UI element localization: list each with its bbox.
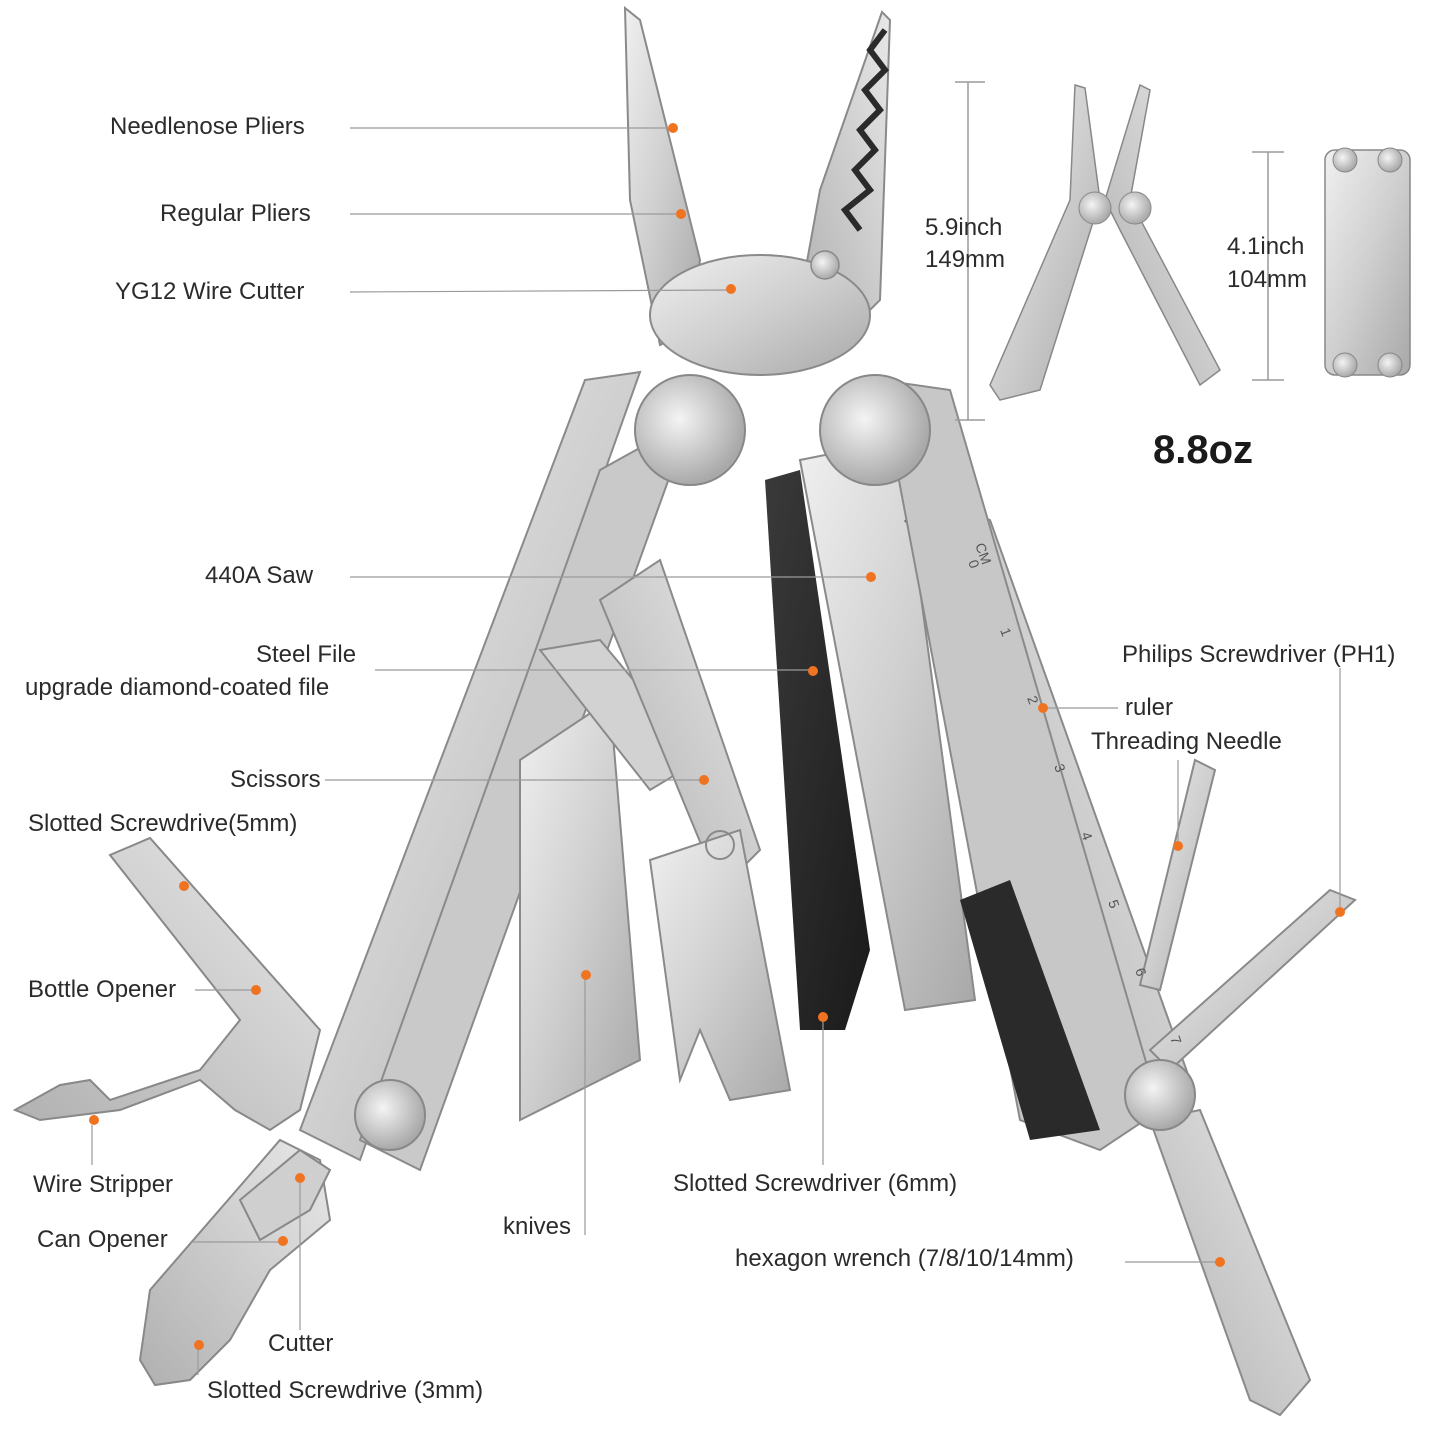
weight-label: 8.8oz <box>1153 428 1254 472</box>
label-philips: Philips Screwdriver (PH1) <box>1122 641 1396 668</box>
open-tool-thumbnail <box>989 83 1221 401</box>
label-file-upgrade: upgrade diamond-coated file <box>25 674 330 701</box>
right-handle <box>878 378 1192 1152</box>
open-length-inch: 5.9inch <box>925 214 1003 241</box>
callout-dot <box>1038 703 1048 713</box>
label-steel-file: Steel File <box>256 641 357 668</box>
label-slotted-5mm: Slotted Screwdrive(5mm) <box>28 810 298 837</box>
diamond-file <box>765 470 870 1030</box>
callout-dot <box>1215 1257 1225 1267</box>
callout-dot <box>278 1236 288 1246</box>
label-hex-wrench: hexagon wrench (7/8/10/14mm) <box>735 1245 1074 1272</box>
ruler-mark: CM <box>972 541 994 567</box>
callout-dots <box>89 123 1345 1350</box>
left-bit-blade <box>12 836 332 1387</box>
label-can-opener: Can Opener <box>37 1226 168 1253</box>
leader-lines <box>91 127 1341 1375</box>
open-length-mm: 149mm <box>925 246 1006 273</box>
callout-dot <box>194 1340 204 1350</box>
callout-dot <box>808 666 818 676</box>
callout-dot <box>581 970 591 980</box>
label-slotted-3mm: Slotted Screwdrive (3mm) <box>207 1377 484 1404</box>
callout-dot <box>1173 841 1183 851</box>
label-threading-needle: Threading Needle <box>1091 728 1282 755</box>
dimension-brackets <box>955 81 1284 421</box>
label-regular-pliers: Regular Pliers <box>160 200 311 227</box>
callout-dot <box>699 775 709 785</box>
callout-dot <box>668 123 678 133</box>
pliers-jaws <box>623 5 892 376</box>
label-ruler: ruler <box>1125 694 1174 721</box>
label-wire-cutter: YG12 Wire Cutter <box>115 278 305 305</box>
closed-length-inch: 4.1inch <box>1227 233 1305 260</box>
callout-dot <box>676 209 686 219</box>
label-knives: knives <box>503 1213 572 1240</box>
label-saw: 440A Saw <box>205 562 314 589</box>
callout-dot <box>818 1012 828 1022</box>
label-slotted-6mm: Slotted Screwdriver (6mm) <box>673 1170 958 1197</box>
label-needlenose-pliers: Needlenose Pliers <box>110 113 305 140</box>
closed-tool-thumbnail <box>1324 147 1411 378</box>
callout-dot <box>89 1115 99 1125</box>
callout-dot <box>866 572 876 582</box>
pivot-bolts <box>354 250 1196 1151</box>
callout-dot <box>726 284 736 294</box>
callout-dot <box>179 881 189 891</box>
closed-length-mm: 104mm <box>1227 266 1308 293</box>
knife-blade <box>519 638 702 1122</box>
callout-dot <box>295 1173 305 1183</box>
right-bits <box>1138 758 1357 1417</box>
label-bottle-opener: Bottle Opener <box>28 976 177 1003</box>
label-scissors: Scissors <box>230 766 321 793</box>
label-wire-stripper: Wire Stripper <box>33 1171 174 1198</box>
callout-dot <box>1335 907 1345 917</box>
callout-dot <box>251 985 261 995</box>
label-cutter: Cutter <box>268 1330 334 1357</box>
scissors <box>598 558 792 1102</box>
